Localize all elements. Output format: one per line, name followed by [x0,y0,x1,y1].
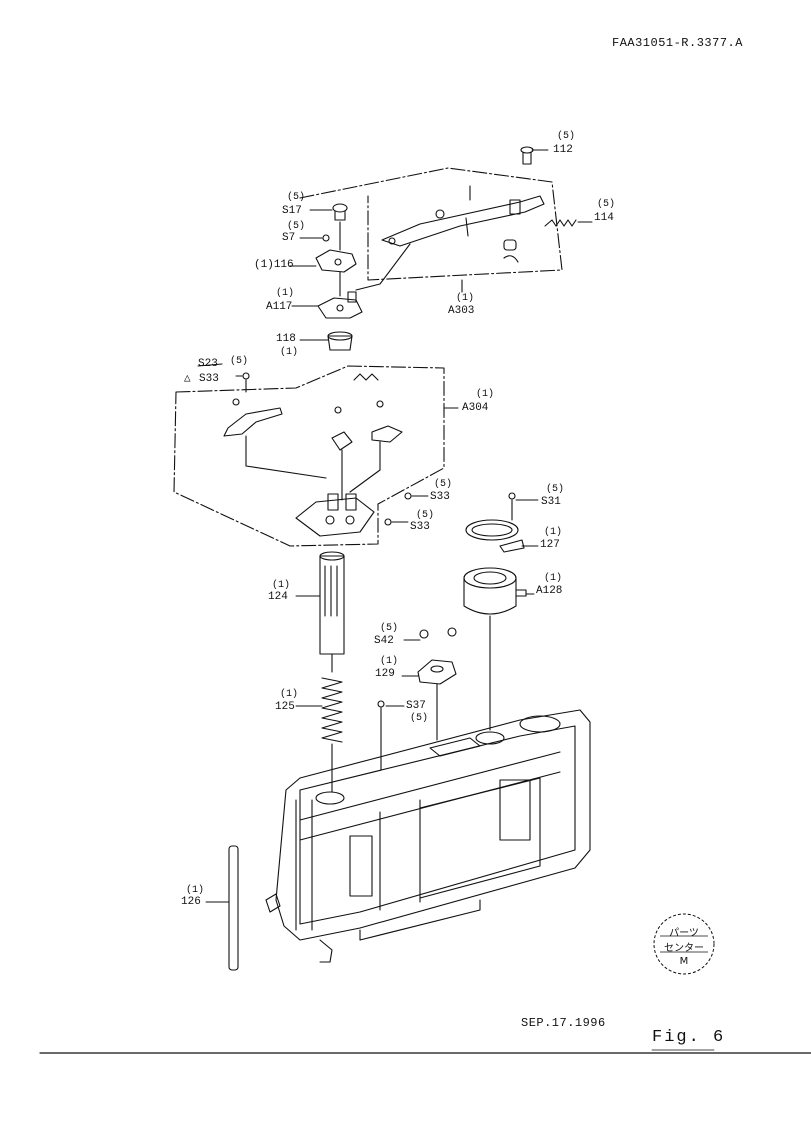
boundary-a303 [299,167,563,281]
qty-a117: (1) [276,288,295,299]
plate-129 [417,659,457,685]
stamp-line-1: パーツ [669,928,699,939]
rod-126 [228,845,239,971]
part-code-a303: A303 [448,305,475,317]
qty-125: (1) [280,689,299,700]
plate-a117 [317,297,363,319]
triangle-mark: △ [184,373,191,385]
part-code-125: 125 [275,701,295,713]
sleeve-124 [319,555,345,655]
bushing-118 [327,335,353,351]
spring-125 [321,677,343,743]
qty-s33-top: (5) [230,356,249,367]
struck-code-s23: S23 [198,358,218,370]
qty-s33-low: (5) [416,510,435,521]
part-code-118: 118 [276,333,296,345]
camera-body [265,709,591,963]
figure-number: Fig. 6 [652,1028,726,1047]
part-code-a117: A117 [266,301,293,313]
part-code-124: 124 [268,591,288,603]
document-date: SEP.17.1996 [521,1016,606,1030]
qty-s17: (5) [287,192,306,203]
stamp-ring [653,913,715,975]
qty-112: (5) [557,131,576,142]
stamp-line-3: M [679,956,689,967]
part-code-s7: S7 [282,232,296,244]
ring-127 [465,519,519,541]
part-code-112: 112 [553,144,573,156]
part-code-a304: A304 [462,402,489,414]
qty-124: (1) [272,580,291,591]
part-code-126: 126 [181,896,201,908]
part-code-116: 116 [273,259,294,271]
qty-s37: (5) [410,713,429,724]
qty-126: (1) [186,885,205,896]
qty-s33-mid: (5) [434,479,453,490]
screw-s17 [332,203,348,213]
base-plate [295,497,375,537]
stamp-line-2: センター [664,943,704,954]
qty-116: (1)116 [254,260,294,271]
qty-a128: (1) [544,573,563,584]
qty-s31: (5) [546,484,565,495]
part-code-a128: A128 [536,585,563,597]
parts-center-stamp: パーツ センター M [652,912,716,976]
part-code-114: 114 [594,212,614,224]
qty-s7: (5) [287,221,306,232]
qty-a304: (1) [476,389,495,400]
document-reference-code: FAA31051-R.3377.A [612,36,743,50]
qty-a303: (1) [456,293,475,304]
part-code-s42: S42 [374,635,394,647]
qty-s42: (5) [380,623,399,634]
part-code-s37: S37 [406,700,426,712]
plate-116 [315,249,357,273]
part-code-s33-low: S33 [410,521,430,533]
cup-a128 [463,567,517,589]
part-code-s17: S17 [282,205,302,217]
boundary-a304 [173,365,445,547]
qty-129: (1) [380,656,399,667]
part-code-129: 129 [375,668,395,680]
qty-116-value: (1) [254,259,274,271]
part-code-s33-top: S33 [199,373,219,385]
screw-s7 [322,234,330,242]
part-code-127: 127 [540,539,560,551]
part-code-s31: S31 [541,496,561,508]
part-code-s33-mid: S33 [430,491,450,503]
qty-127: (1) [544,527,563,538]
qty-114: (5) [597,199,616,210]
qty-118: (1) [280,347,299,358]
lever-plate [381,195,545,247]
